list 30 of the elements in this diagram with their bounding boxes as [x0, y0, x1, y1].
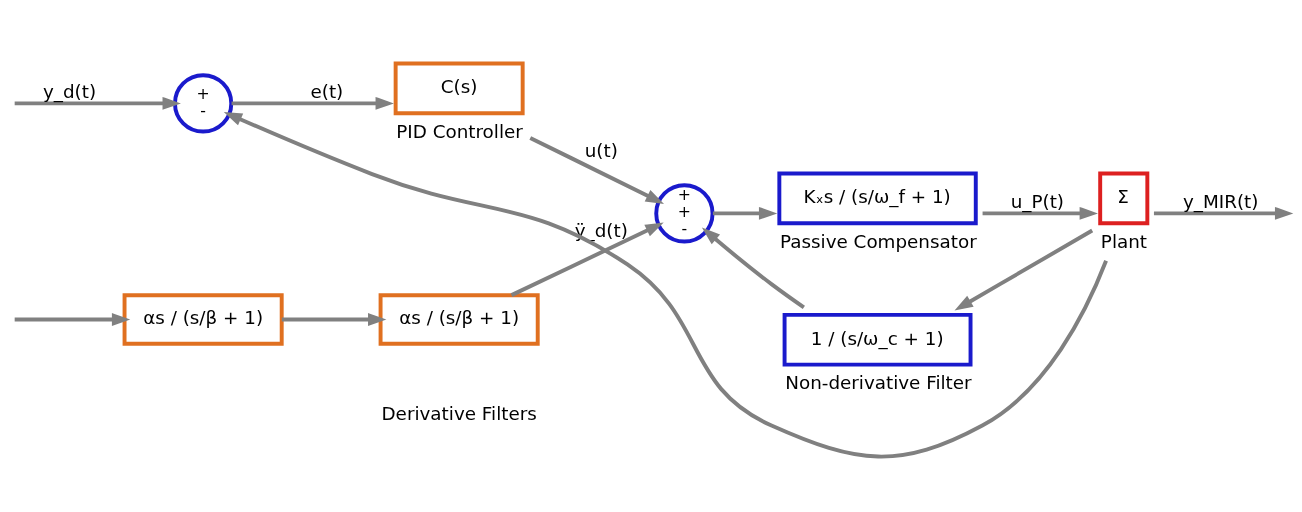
- arrow: [1153, 206, 1294, 220]
- edge-label: u_P(t): [1010, 190, 1064, 212]
- arrow: [223, 111, 1108, 458]
- arrow: [14, 96, 181, 110]
- node-label: Non-derivative Filter: [785, 371, 972, 393]
- arrow: [529, 135, 665, 204]
- edge-label: e(t): [310, 80, 344, 102]
- node-circle: + + -: [654, 182, 715, 243]
- edge-label: y_d(t): [42, 80, 97, 102]
- node-box: Σ: [1098, 171, 1150, 225]
- edge-label: y_MIR(t): [1182, 190, 1259, 212]
- arrow: [510, 222, 664, 297]
- node-box: 1 / (s/ω_c + 1): [782, 312, 973, 367]
- arrow: [14, 312, 131, 326]
- arrow: [954, 228, 1094, 310]
- label: Derivative Filters: [381, 402, 537, 424]
- arrow: [231, 96, 394, 110]
- arrow: [712, 206, 778, 220]
- node-circle: + -: [173, 72, 234, 133]
- node-box: αs / (s/β + 1): [378, 292, 540, 346]
- node-label: PID Controller: [396, 120, 523, 142]
- arrow: [281, 312, 387, 326]
- node-label: Passive Compensator: [779, 230, 977, 252]
- edge-label: u(t): [584, 139, 618, 161]
- node-box: Kₓs / (s/ω_f + 1): [777, 171, 978, 225]
- arrow: [701, 227, 805, 309]
- node-box: αs / (s/β + 1): [122, 292, 284, 346]
- arrow: [982, 206, 1098, 220]
- node-label: Plant: [1100, 230, 1148, 252]
- node-box: C(s): [393, 60, 525, 115]
